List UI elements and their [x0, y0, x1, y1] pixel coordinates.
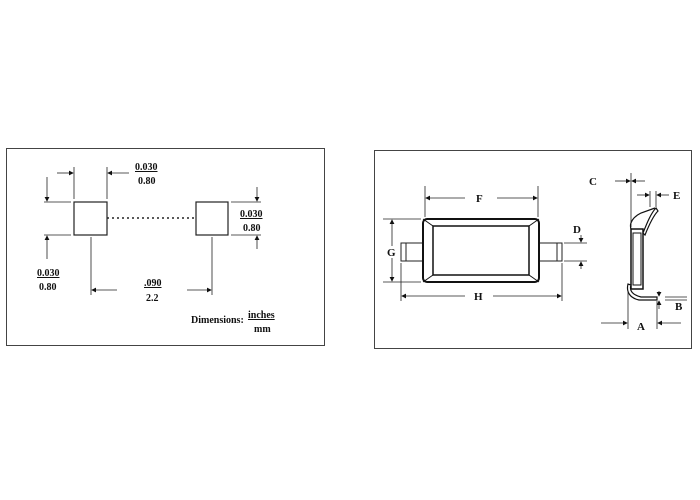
footprint-drawing: 0.030 0.80 0.030 0.80 0.030 0.80 .090 2.…: [37, 162, 275, 335]
footprint-panel: 0.030 0.80 0.030 0.80 0.030 0.80 .090 2.…: [6, 148, 325, 346]
package-panel: F G H D C E B A: [374, 150, 692, 349]
pad-width-mm: 0.80: [138, 176, 156, 187]
package-drawing: F G H D C E B A: [383, 173, 687, 333]
pad-spacing-inches: .090: [144, 278, 162, 289]
right-lead: [536, 242, 563, 262]
package-side-view: [626, 207, 659, 301]
pad-height-inches: 0.030: [240, 209, 263, 220]
label-C: C: [589, 176, 597, 188]
package-body: [422, 218, 540, 283]
label-E: E: [673, 190, 680, 202]
label-A: A: [637, 321, 645, 333]
label-F: F: [476, 193, 483, 205]
pad-height-mm: 0.80: [243, 223, 261, 234]
label-G: G: [387, 247, 396, 259]
pad-height-left-mm: 0.80: [39, 282, 57, 293]
left-pad: [73, 201, 108, 236]
right-pad: [195, 201, 229, 236]
pad-spacing-mm: 2.2: [146, 293, 159, 304]
label-H: H: [474, 291, 483, 303]
label-D: D: [573, 224, 581, 236]
units-caption: Dimensions:: [191, 315, 244, 326]
units-bottom: mm: [254, 324, 271, 335]
pad-height-left-inches: 0.030: [37, 268, 60, 279]
units-top: inches: [248, 310, 275, 321]
package-top-view: [400, 218, 563, 283]
pad-width-inches: 0.030: [135, 162, 158, 173]
label-B: B: [675, 301, 683, 313]
